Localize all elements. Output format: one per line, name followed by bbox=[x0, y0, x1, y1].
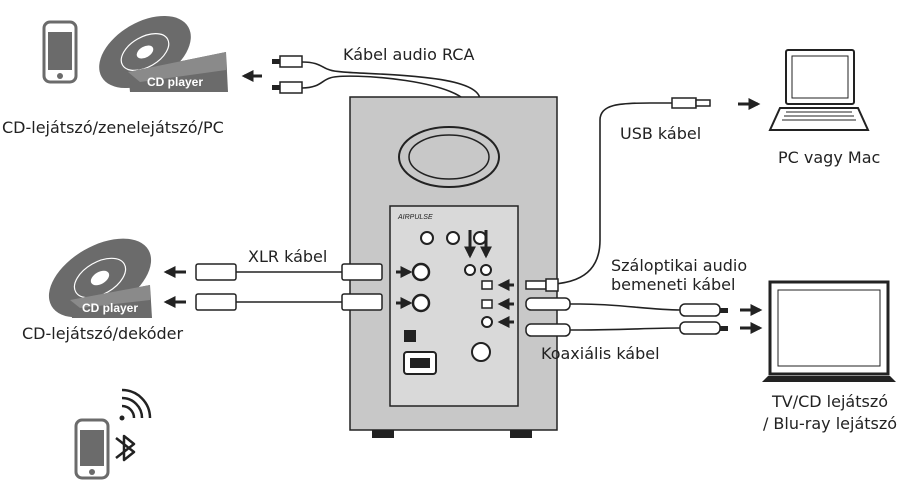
rca-plug-top bbox=[272, 55, 303, 94]
rca-cable-label: Kábel audio RCA bbox=[343, 45, 475, 64]
cd-disc-icon bbox=[99, 15, 228, 92]
smartphone-icon bbox=[42, 20, 78, 84]
wireless-icon bbox=[119, 388, 152, 421]
brand-label: AIRPULSE bbox=[397, 214, 433, 221]
tv-label-2: / Blu-ray lejátszó bbox=[762, 414, 898, 433]
smartphone-icon bbox=[74, 418, 110, 480]
monitor-icon bbox=[762, 280, 896, 382]
usb-cable-label: USB kábel bbox=[620, 124, 702, 143]
arrow-icon bbox=[396, 230, 514, 328]
source-top-label: CD-lejátszó/zenelejátszó/PC bbox=[2, 118, 224, 137]
xlr-cable bbox=[236, 271, 342, 303]
xlr-plug bbox=[195, 263, 383, 311]
xlr-cable-label: XLR kábel bbox=[248, 247, 328, 266]
pc-mac-label: PC vagy Mac bbox=[778, 148, 881, 167]
arrow-icon bbox=[740, 304, 763, 334]
optical-cable-label-2: bemeneti kábel bbox=[611, 275, 736, 294]
optical-cable-label-1: Száloptikai audio bbox=[611, 256, 748, 275]
bluetooth-icon bbox=[115, 434, 136, 462]
usb-plug bbox=[525, 97, 711, 292]
cable-plugs-right bbox=[525, 297, 728, 337]
rear-panel bbox=[389, 205, 519, 407]
coaxial-cable-label: Koaxiális kábel bbox=[541, 344, 660, 363]
cd-disc-icon bbox=[48, 238, 152, 318]
optical-cable bbox=[570, 303, 681, 331]
cd-player-label-top: CD player bbox=[147, 75, 203, 89]
rca-cable bbox=[301, 61, 481, 200]
arrow-icon bbox=[163, 266, 186, 308]
laptop-icon bbox=[768, 49, 870, 131]
cd-player-label-left: CD player bbox=[82, 301, 138, 315]
tv-label-1: TV/CD lejátszó bbox=[771, 392, 889, 411]
source-left-label: CD-lejátszó/dekóder bbox=[22, 324, 184, 343]
